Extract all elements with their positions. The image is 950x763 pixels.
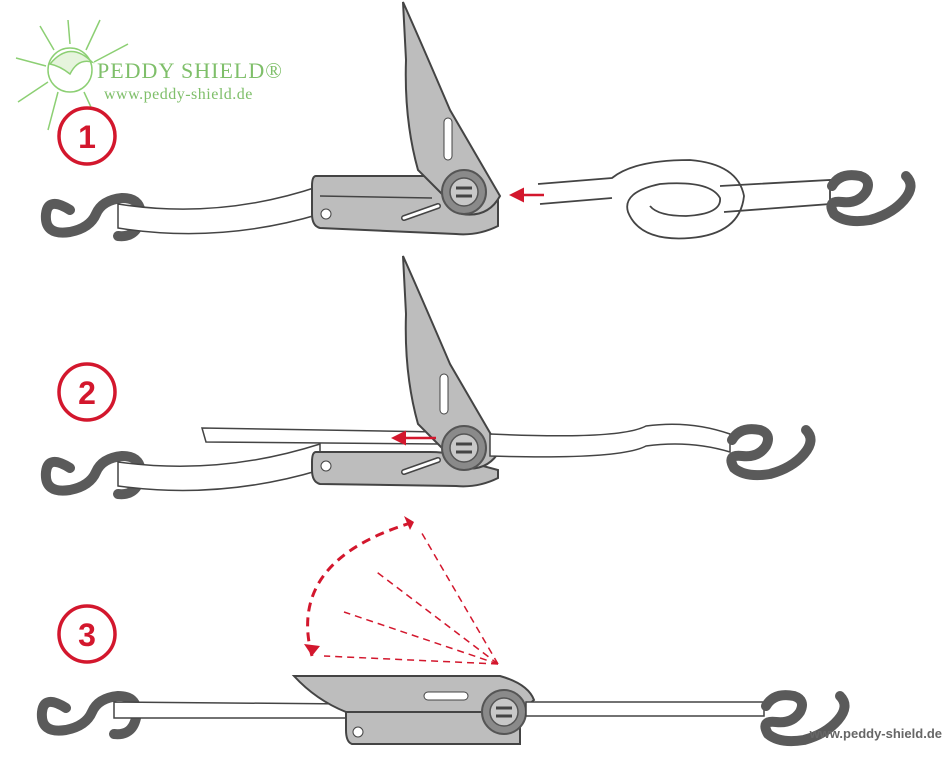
step-1-illustration [40, 1, 916, 242]
right-strap-coil [537, 159, 831, 240]
step-1-number: 1 [78, 119, 96, 155]
watermark-url: www.peddy-shield.de [809, 726, 942, 741]
brand-url: www.peddy-shield.de [104, 86, 253, 103]
handle-swing-lines [323, 529, 499, 665]
left-strap [117, 442, 321, 492]
right-s-hook-icon [760, 690, 850, 747]
right-strap [525, 701, 765, 717]
ratchet-buckle [291, 675, 536, 745]
step-2-number: 2 [78, 375, 96, 411]
ratchet-buckle [311, 255, 502, 488]
loose-strap-end [201, 427, 441, 445]
ratchet-handle [402, 255, 502, 470]
step-3-illustration [36, 516, 850, 747]
rotation-arrow-icon [306, 520, 415, 657]
step-2-illustration [40, 255, 816, 500]
right-s-hook-icon [826, 170, 916, 227]
step-3-number: 3 [78, 617, 96, 653]
step-1-badge [57, 106, 117, 166]
left-strap [113, 701, 351, 719]
step-3-badge [57, 604, 117, 664]
ratchet-buckle [311, 1, 502, 236]
left-strap [117, 184, 321, 235]
step-2-badge [57, 362, 117, 422]
right-s-hook-icon [726, 424, 816, 481]
brand-name: PEDDY SHIELD® [97, 58, 283, 83]
ratchet-handle [402, 1, 502, 216]
right-strap [489, 423, 731, 458]
